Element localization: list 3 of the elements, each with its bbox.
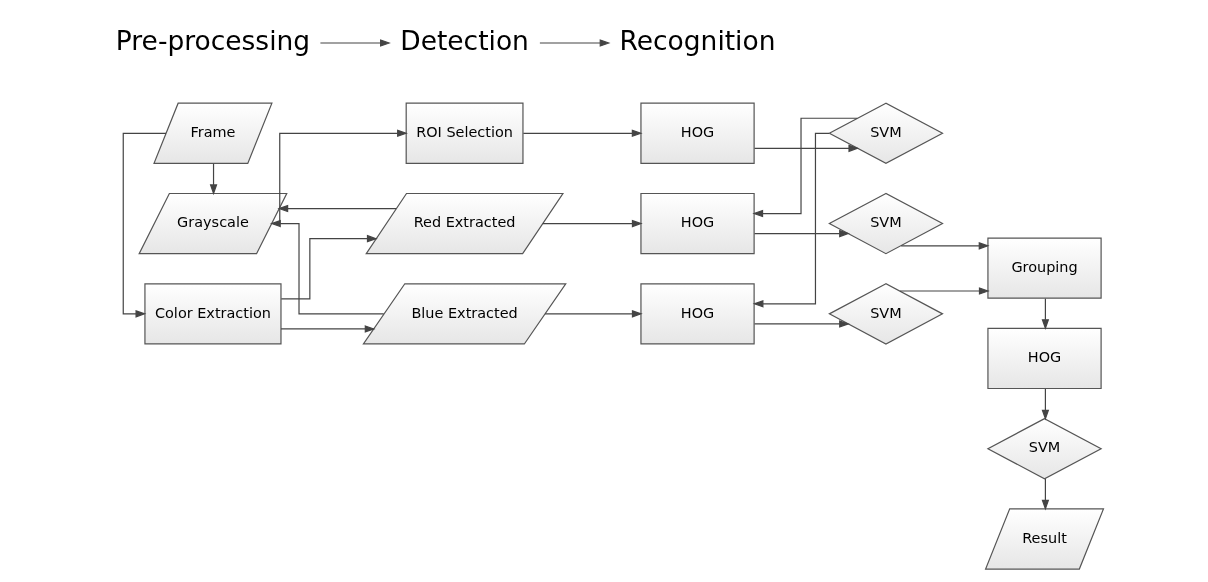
node-text: Pre-processing (115, 24, 310, 56)
node-text: Recognition (619, 24, 775, 56)
node-text: Detection (399, 24, 529, 56)
